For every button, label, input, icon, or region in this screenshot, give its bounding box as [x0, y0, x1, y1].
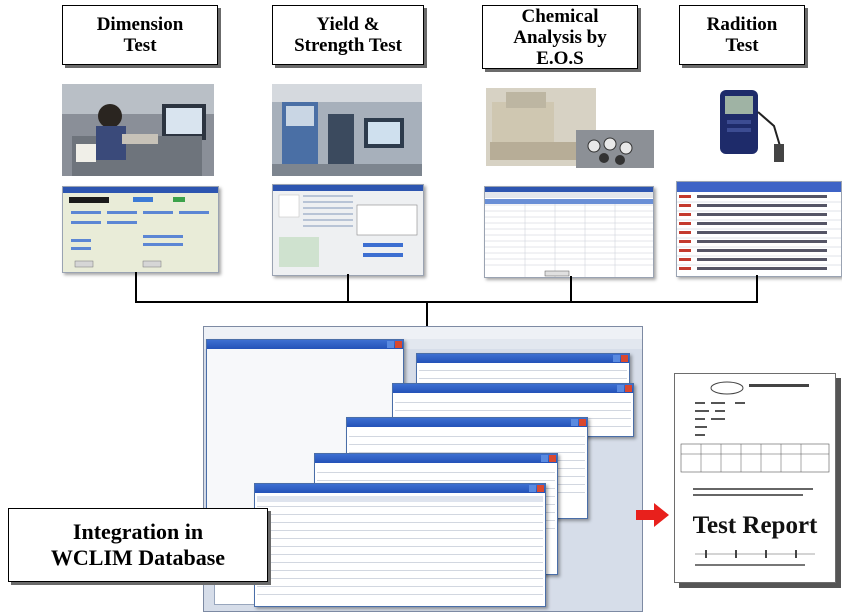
database-screenshot — [203, 326, 643, 612]
test-report-title: Test Report — [692, 512, 818, 539]
radition-test-label: Radition Test — [679, 5, 805, 65]
test-report-document — [674, 373, 836, 583]
yield-software-screenshot — [272, 184, 424, 276]
dimension-test-label: Dimension Test — [62, 5, 218, 65]
connector-chemical — [570, 276, 572, 302]
connector-dimension — [135, 272, 137, 302]
connector-radiation — [756, 275, 758, 302]
connector-horizontal — [135, 301, 758, 303]
chemical-software-screenshot — [484, 186, 654, 278]
radiation-data-table-screenshot — [676, 181, 842, 277]
chemical-analysis-label: Chemical Analysis by E.O.S — [482, 5, 638, 69]
arrow-right-icon — [636, 502, 670, 528]
dimension-test-photo — [62, 84, 214, 176]
connector-to-database — [426, 301, 428, 327]
dimension-software-screenshot — [62, 186, 219, 273]
yield-strength-test-photo — [272, 84, 422, 176]
connector-yield — [347, 274, 349, 302]
integration-label: Integration in WCLIM Database — [8, 508, 268, 582]
yield-strength-test-label: Yield & Strength Test — [272, 5, 424, 65]
chemical-analysis-photo — [486, 88, 656, 170]
radiation-meter-photo — [714, 86, 786, 164]
